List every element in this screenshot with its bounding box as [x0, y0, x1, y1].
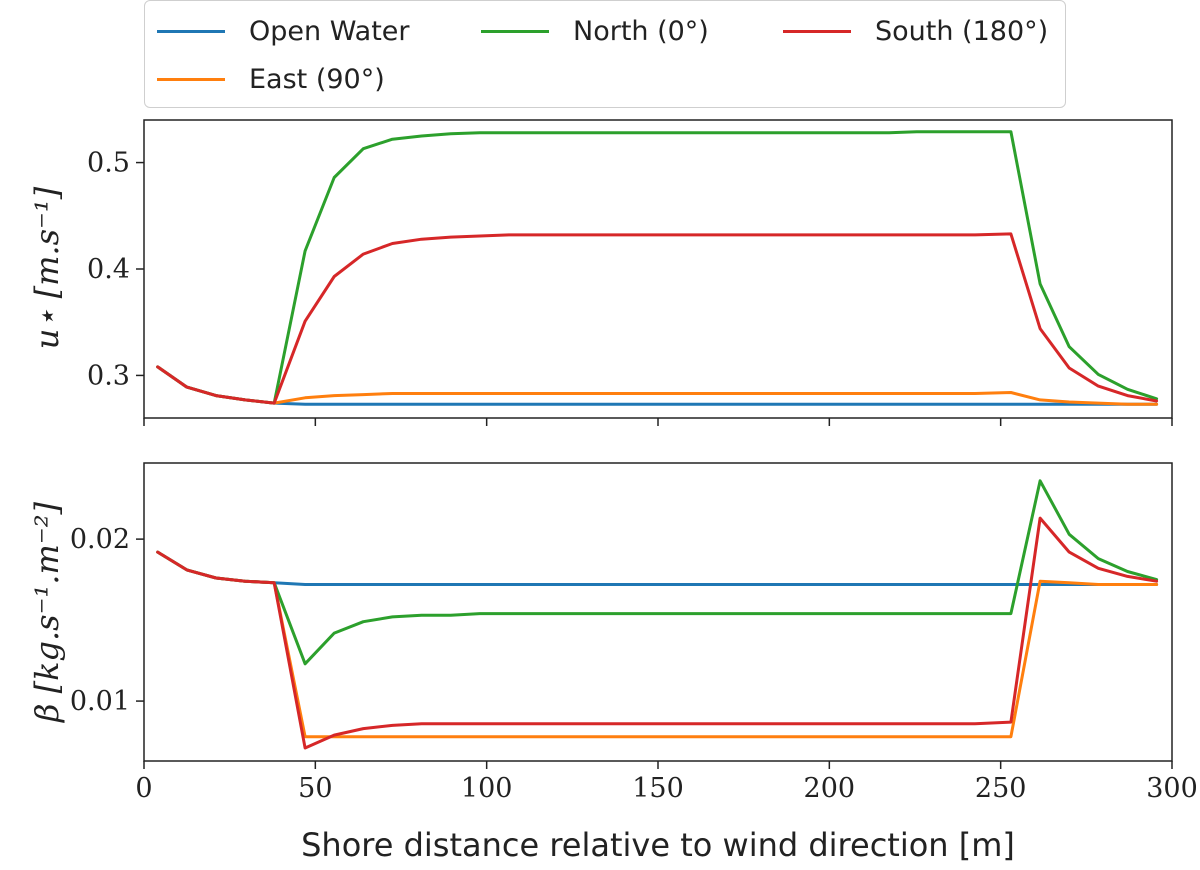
legend-entry-east: East (90°): [157, 59, 385, 99]
x-tick-label: 0: [135, 773, 152, 804]
y-tick-label: 0.4: [87, 254, 130, 285]
lower-panel-beta: 0 50 100 150 200 250 300 0.01 0.02β [kg.s⁻¹.m⁻²]: [28, 462, 1198, 804]
series-line-east-90: [156, 365, 1159, 406]
series-line-north-0: [156, 130, 1159, 405]
y-tick-label: 0.02: [70, 524, 130, 555]
x-tick-label: 300: [1146, 773, 1198, 804]
x-tick-label: 150: [632, 773, 684, 804]
x-tick-label: 200: [804, 773, 856, 804]
legend-label: Open Water: [249, 15, 410, 47]
legend-swatch: [157, 29, 225, 33]
legend: Open Water North (0°) South (180°) East …: [144, 0, 1066, 108]
x-tick-label: 50: [298, 773, 332, 804]
series-line-north-0: [156, 479, 1159, 666]
legend-swatch: [157, 77, 225, 81]
x-axis-title: Shore distance relative to wind directio…: [301, 826, 1015, 864]
legend-entry-south: South (180°): [783, 11, 1048, 51]
y-axis-title: β [kg.s⁻¹.m⁻²]: [28, 501, 66, 723]
legend-label: East (90°): [249, 63, 385, 95]
x-tick-label: 250: [975, 773, 1027, 804]
series-line-south-180: [156, 232, 1159, 405]
y-tick-label: 0.3: [87, 360, 130, 391]
legend-entry-north: North (0°): [481, 11, 709, 51]
legend-swatch: [481, 29, 549, 33]
upper-panel-friction-velocity: 0.3 0.4 0.5 u⋆ [m.s⁻¹]: [28, 119, 1173, 426]
y-tick-label: 0.5: [87, 148, 130, 179]
legend-swatch: [783, 29, 851, 33]
x-tick-label: 100: [461, 773, 513, 804]
series-line-east-90: [156, 550, 1159, 739]
series-line-south-180: [156, 516, 1159, 750]
legend-label: North (0°): [573, 15, 709, 47]
y-tick-label: 0.01: [70, 686, 130, 717]
legend-entry-open-water: Open Water: [157, 11, 410, 51]
legend-label: South (180°): [875, 15, 1049, 47]
y-axis-title: u⋆ [m.s⁻¹]: [28, 186, 66, 349]
series-line-open-water: [156, 550, 1159, 586]
series-line-open-water: [156, 365, 1159, 406]
